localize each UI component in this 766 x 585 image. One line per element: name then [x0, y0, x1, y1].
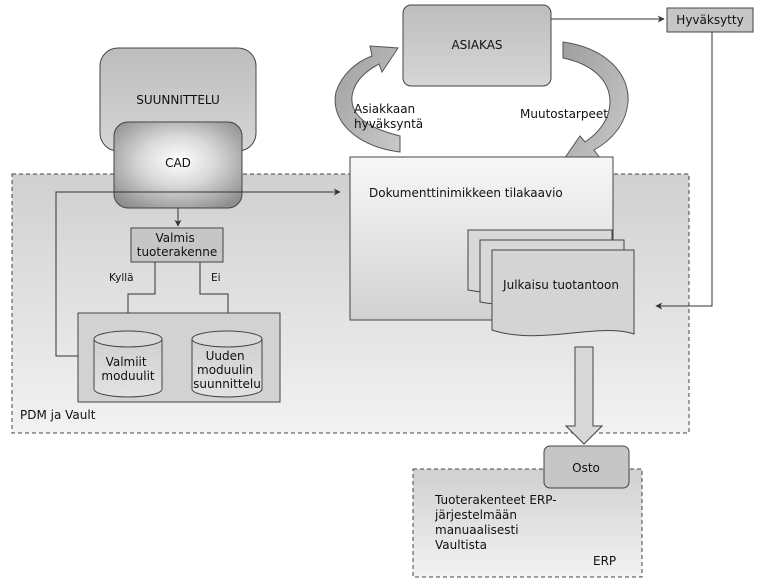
connector-modules-to-document	[55, 188, 341, 357]
erp-note-line-3: manuaalisesti	[435, 523, 519, 537]
uuden-line-2: moduulin	[197, 363, 253, 377]
pdm-vault-label: PDM ja Vault	[20, 408, 96, 422]
erp-note-line-2: järjestelmään	[434, 508, 517, 522]
valmiit-line-2: moduulit	[101, 369, 155, 383]
uuden-line-1: Uuden	[206, 349, 245, 363]
julkaisu-text: Julkaisu tuotantoon	[502, 278, 619, 292]
valmiit-line-1: Valmiit	[106, 355, 147, 369]
ei-label: Ei	[211, 272, 221, 284]
valmis-tuoterakenne-text: Valmis tuoterakenne	[137, 231, 218, 259]
valmis-line-2: tuoterakenne	[137, 245, 218, 259]
connector-ei	[199, 262, 232, 329]
curved-arrow-changes	[560, 41, 629, 163]
muutostarpeet-label: Muutostarpeet	[520, 107, 608, 121]
hyvaksytty-text: Hyväksytty	[676, 13, 743, 27]
hyvaksytty-box	[666, 7, 754, 33]
erp-note: Tuoterakenteet ERP- järjestelmään manuaa…	[434, 493, 560, 552]
kylla-label: Kyllä	[109, 272, 134, 284]
dokumentti-text: Dokumenttinimikkeen tilakaavio	[369, 186, 563, 200]
osto-text: Osto	[572, 461, 600, 475]
curved-arrow-approval	[334, 45, 401, 153]
connector-kylla	[124, 262, 156, 329]
erp-note-line-1: Tuoterakenteet ERP-	[434, 493, 557, 507]
suunnittelu-text: SUUNNITTELU	[136, 93, 220, 107]
erp-note-line-4: Vaultista	[435, 538, 487, 552]
osto-box	[543, 445, 630, 489]
asiakkaan-line-1: Asiakkaan	[354, 102, 415, 116]
valmis-line-1: Valmis	[155, 231, 194, 245]
asiakas-box	[402, 4, 552, 87]
asiakas-text: ASIAKAS	[451, 38, 502, 52]
document-stack	[467, 229, 635, 337]
valmiit-moduulit-text: Valmiit moduulit	[101, 355, 155, 383]
uuden-moduulin-cylinder	[191, 330, 263, 398]
asiakkaan-line-2: hyväksyntä	[354, 117, 423, 131]
connector-hyvaksytty-julkaisu	[655, 32, 713, 310]
erp-label: ERP	[593, 554, 616, 568]
valmiit-moduulit-cylinder	[93, 330, 163, 398]
uuden-line-3: suunnittelu	[193, 377, 261, 391]
uuden-moduulin-text: Uuden moduulin suunnittelu	[193, 349, 261, 391]
valmis-tuoterakenne-box	[130, 227, 224, 263]
cad-text: CAD	[165, 156, 191, 170]
block-arrow-to-osto	[564, 346, 604, 445]
asiakkaan-hyvaksynta-label: Asiakkaan hyväksyntä	[354, 102, 423, 131]
